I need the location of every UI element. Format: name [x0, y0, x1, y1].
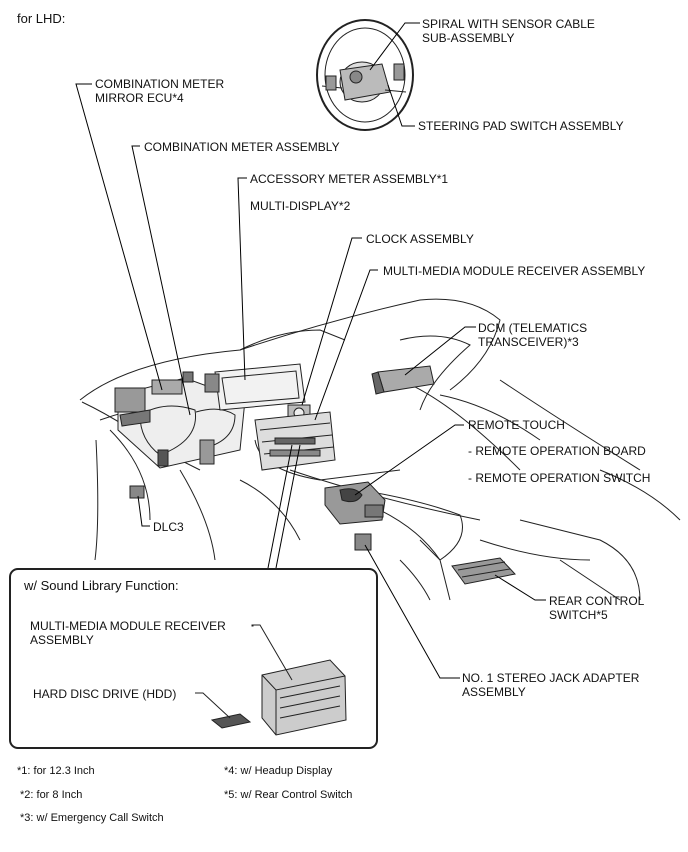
rear-control-switch-drawing — [451, 557, 516, 585]
label-multimedia-receiver: MULTI-MEDIA MODULE RECEIVER ASSEMBLY — [383, 264, 646, 278]
remote-touch-drawing — [324, 481, 386, 525]
label-remote-touch: REMOTE TOUCH — [468, 418, 565, 432]
label-clock: CLOCK ASSEMBLY — [366, 232, 474, 246]
variant-label: for LHD: — [17, 11, 66, 26]
inset-hdd-drawing — [195, 692, 252, 729]
label-rear-control-line1: REAR CONTROL — [549, 594, 645, 608]
leader-lines — [75, 22, 546, 679]
dlc3-drawing — [129, 485, 145, 499]
footnote-2: *2: for 8 Inch — [20, 789, 83, 801]
dcm-drawing — [371, 365, 435, 395]
footnote-5: *5: w/ Rear Control Switch — [224, 789, 353, 801]
label-dlc3: DLC3 — [153, 520, 184, 534]
inset-label-hdd: HARD DISC DRIVE (HDD) — [33, 687, 177, 701]
accessory-meter-drawing — [204, 363, 306, 411]
label-rear-control-line2: SWITCH*5 — [549, 608, 608, 622]
footnote-3: *3: w/ Emergency Call Switch — [20, 812, 164, 824]
label-remote-operation-switch: - REMOTE OPERATION SWITCH — [468, 471, 651, 485]
label-combination-meter-mirror-line2: MIRROR ECU*4 — [95, 91, 184, 105]
label-spiral-cable-line1: SPIRAL WITH SENSOR CABLE — [422, 17, 595, 31]
inset-label-multimedia-receiver-line2: ASSEMBLY — [30, 633, 94, 647]
label-accessory-meter: ACCESSORY METER ASSEMBLY*1 — [250, 172, 449, 186]
footnote-4: *4: w/ Headup Display — [224, 765, 333, 777]
combination-meter-drawing — [114, 371, 246, 469]
label-combination-meter: COMBINATION METER ASSEMBLY — [144, 140, 340, 154]
steering-wheel-drawing — [316, 19, 414, 131]
stereo-jack-drawing — [354, 533, 372, 551]
multimedia-receiver-drawing — [254, 411, 336, 471]
label-stereo-jack-line1: NO. 1 STEREO JACK ADAPTER — [462, 671, 640, 685]
label-remote-operation-board: - REMOTE OPERATION BOARD — [468, 444, 646, 458]
label-dcm-line2: TRANSCEIVER)*3 — [478, 335, 579, 349]
label-combination-meter-mirror-line1: COMBINATION METER — [95, 77, 225, 91]
label-multi-display: MULTI-DISPLAY*2 — [250, 199, 351, 213]
inset-label-multimedia-receiver-line1: MULTI-MEDIA MODULE RECEIVER — [30, 619, 226, 633]
label-steering-pad-switch: STEERING PAD SWITCH ASSEMBLY — [418, 119, 624, 133]
inset-frame — [9, 568, 378, 749]
inset-receiver-drawing — [251, 624, 347, 736]
footnote-1: *1: for 12.3 Inch — [17, 765, 95, 777]
label-dcm-line1: DCM (TELEMATICS — [478, 321, 588, 335]
label-stereo-jack-line2: ASSEMBLY — [462, 685, 526, 699]
inset-title: w/ Sound Library Function: — [24, 578, 179, 593]
label-spiral-cable-line2: SUB-ASSEMBLY — [422, 31, 515, 45]
